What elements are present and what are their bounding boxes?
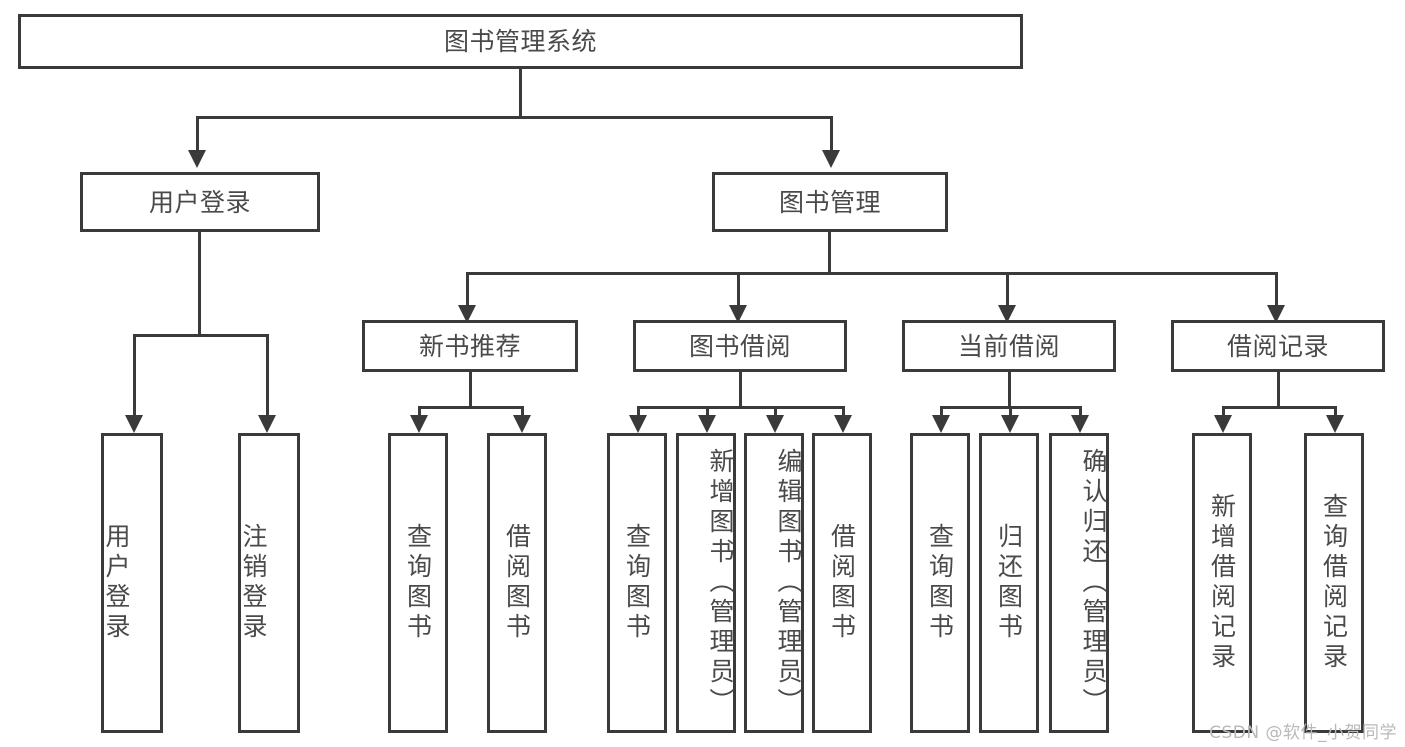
arrow-to-leaf-cb-confirm [1071, 415, 1089, 433]
connector-user-login-drop-1 [133, 334, 136, 418]
connector-cb-stem [1008, 372, 1011, 406]
connector-root-stem [519, 69, 522, 116]
leaf-bb-add-book-admin[interactable]: 新增图书（管理员） [676, 433, 736, 733]
connector-nbr-drop-2 [521, 406, 524, 418]
connector-bb-bus [637, 406, 845, 409]
connector-root-bus [196, 116, 833, 119]
connector-cb-drop-1 [940, 406, 943, 418]
arrow-to-leaf-bb-add [698, 415, 716, 433]
connector-bb-stem [739, 372, 742, 406]
arrow-to-borrow-records [1267, 305, 1285, 323]
connector-root-drop-right [830, 116, 833, 150]
arrow-to-leaf-br-add [1214, 415, 1232, 433]
leaf-nbr-borrow-book[interactable]: 借阅图书 [487, 433, 547, 733]
arrow-to-leaf-bb-borrow [834, 415, 852, 433]
leaf-nbr-query-book[interactable]: 查询图书 [388, 433, 448, 733]
connector-br-stem [1277, 372, 1280, 406]
arrow-to-leaf-logout [258, 415, 276, 433]
arrow-to-leaf-user-login [125, 415, 143, 433]
connector-user-login-drop-2 [266, 334, 269, 418]
arrow-to-leaf-bb-query [629, 415, 647, 433]
leaf-cb-query-book[interactable]: 查询图书 [910, 433, 970, 733]
arrow-to-user-login [188, 150, 206, 168]
arrow-to-leaf-nbr-query [410, 415, 428, 433]
connector-nbr-bus [418, 406, 524, 409]
arrow-to-leaf-nbr-borrow [513, 415, 531, 433]
connector-bb-drop-1 [637, 406, 640, 418]
connector-cb-drop-2 [1009, 406, 1012, 418]
leaf-cb-return-book[interactable]: 归还图书 [979, 433, 1039, 733]
connector-bb-drop-4 [842, 406, 845, 418]
connector-user-login-stem [198, 232, 201, 334]
node-root-system[interactable]: 图书管理系统 [18, 14, 1023, 69]
arrow-to-book-borrow [729, 305, 747, 323]
leaf-user-login[interactable]: 用户登录 [101, 433, 163, 733]
node-book-borrow[interactable]: 图书借阅 [633, 320, 847, 372]
csdn-watermark: CSDN @软件_小贺同学 [1209, 723, 1397, 743]
arrow-to-new-book-recommend [458, 305, 476, 323]
leaf-br-add-record[interactable]: 新增借阅记录 [1192, 433, 1252, 733]
connector-bm-drop-2 [737, 272, 740, 308]
connector-nbr-stem [469, 372, 472, 406]
connector-book-management-stem [828, 232, 831, 272]
connector-br-bus [1222, 406, 1337, 409]
arrow-to-leaf-cb-query [932, 415, 950, 433]
connector-bm-drop-1 [466, 272, 469, 308]
connector-br-drop-1 [1222, 406, 1225, 418]
arrow-to-leaf-br-query [1326, 415, 1344, 433]
leaf-br-query-record[interactable]: 查询借阅记录 [1304, 433, 1364, 733]
arrow-to-leaf-cb-return [1001, 415, 1019, 433]
connector-user-login-bus [133, 334, 269, 337]
node-book-management[interactable]: 图书管理 [712, 172, 948, 232]
leaf-bb-borrow-book[interactable]: 借阅图书 [812, 433, 872, 733]
connector-root-drop-left [196, 116, 199, 150]
connector-br-drop-2 [1334, 406, 1337, 418]
arrow-to-book-management [822, 150, 840, 168]
node-user-login[interactable]: 用户登录 [80, 172, 320, 232]
connector-bb-drop-3 [774, 406, 777, 418]
connector-cb-drop-3 [1079, 406, 1082, 418]
leaf-cb-confirm-return-admin[interactable]: 确认归还（管理员） [1049, 433, 1109, 733]
leaf-bb-edit-book-admin[interactable]: 编辑图书（管理员） [744, 433, 804, 733]
connector-bb-drop-2 [706, 406, 709, 418]
arrow-to-current-borrow [998, 305, 1016, 323]
node-borrow-records[interactable]: 借阅记录 [1171, 320, 1385, 372]
node-current-borrow[interactable]: 当前借阅 [902, 320, 1116, 372]
leaf-logout[interactable]: 注销登录 [238, 433, 300, 733]
connector-bm-drop-3 [1006, 272, 1009, 308]
connector-bm-drop-4 [1275, 272, 1278, 308]
connector-nbr-drop-1 [418, 406, 421, 418]
node-new-book-recommend[interactable]: 新书推荐 [362, 320, 578, 372]
leaf-bb-query-book[interactable]: 查询图书 [607, 433, 667, 733]
arrow-to-leaf-bb-edit [766, 415, 784, 433]
connector-book-management-bus [466, 272, 1278, 275]
